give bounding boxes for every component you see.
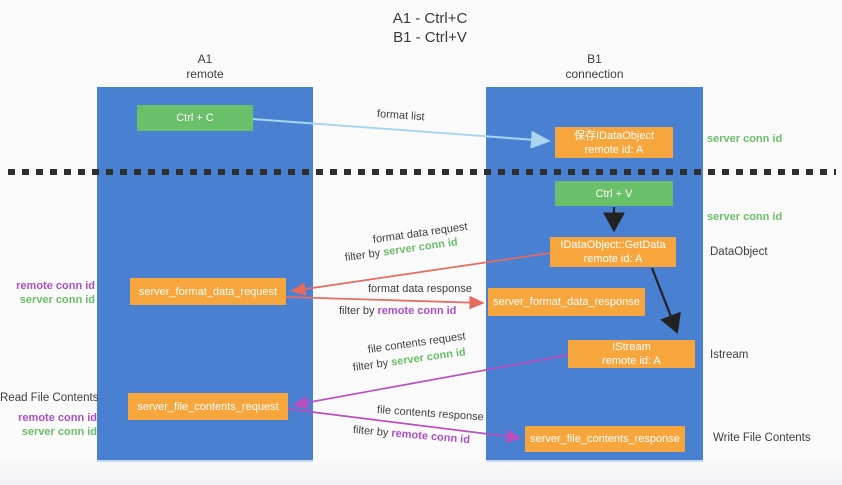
arrow-file-contents-request bbox=[292, 354, 569, 410]
edge-label-format-data-response: format data response bbox=[368, 283, 472, 295]
node-server-file-contents-request: server_file_contents_request bbox=[128, 393, 288, 420]
remote-conn-id-text: remote conn id bbox=[377, 305, 457, 317]
arrow-format-data-request bbox=[290, 252, 551, 296]
column-a1-name: A1 bbox=[197, 52, 213, 66]
column-a1-subtitle: remote bbox=[186, 67, 224, 81]
node-ctrl-c-label: Ctrl + C bbox=[176, 112, 214, 124]
side-label-istream: Istream bbox=[710, 349, 749, 361]
title-line-2: B1 - Ctrl+V bbox=[393, 29, 467, 46]
node-server-format-data-response-label: server_format_data_response bbox=[493, 296, 640, 308]
node-ctrl-v-label: Ctrl + V bbox=[595, 187, 633, 200]
node-ctrl-c: Ctrl + C bbox=[137, 105, 253, 131]
node-istream-line1: IStream bbox=[612, 341, 651, 353]
node-getdata-line1: IDataObject::GetData bbox=[560, 239, 666, 251]
node-server-file-contents-request-label: server_file_contents_request bbox=[137, 400, 279, 413]
arrow-format-list bbox=[252, 118, 551, 149]
node-ctrl-v: Ctrl + V bbox=[555, 181, 673, 206]
arrow-getdata-to-istream bbox=[650, 267, 681, 335]
node-getdata-line2: remote id: A bbox=[583, 253, 643, 265]
title-line-1: A1 - Ctrl+C bbox=[392, 10, 468, 27]
column-header-b1: B1 connection bbox=[486, 52, 703, 82]
column-b1-name: B1 bbox=[587, 52, 602, 66]
column-b1-subtitle: connection bbox=[565, 67, 624, 81]
side-label-server-conn-id-top: server conn id bbox=[707, 133, 783, 145]
arrow-format-data-response bbox=[285, 295, 485, 310]
side-label-conn-pair-2: remote conn id server conn id bbox=[0, 411, 97, 439]
node-save-dataobject-line2: remote id: A bbox=[584, 143, 644, 156]
server-conn-id-label: server conn id bbox=[21, 426, 97, 438]
side-label-server-conn-id-mid: server conn id bbox=[707, 211, 783, 223]
node-server-format-data-request-label: server_format_data_request bbox=[138, 285, 278, 298]
server-conn-id-label: server conn id bbox=[19, 294, 95, 306]
column-header-a1: A1 remote bbox=[97, 52, 313, 82]
diagram-title: A1 - Ctrl+C B1 - Ctrl+V bbox=[0, 9, 842, 47]
arrow-file-contents-response bbox=[287, 408, 522, 444]
filter-by-text: filter by bbox=[339, 305, 375, 317]
remote-conn-id-label: remote conn id bbox=[18, 412, 97, 424]
side-label-write-file-contents: Write File Contents bbox=[713, 432, 811, 444]
node-server-format-data-response: server_format_data_response bbox=[488, 288, 645, 316]
side-label-conn-pair-1: remote conn id server conn id bbox=[0, 279, 95, 307]
node-server-file-contents-response: server_file_contents_response bbox=[525, 426, 685, 452]
node-istream-line2: remote id: A bbox=[602, 355, 661, 367]
side-label-dataobject: DataObject bbox=[710, 246, 768, 258]
node-server-file-contents-response-label: server_file_contents_response bbox=[530, 433, 680, 445]
remote-conn-id-label: remote conn id bbox=[16, 280, 95, 292]
edge-label-filter-remote-1: filter by remote conn id bbox=[339, 305, 456, 317]
node-save-dataobject-line1: 保存IDataObject bbox=[573, 129, 655, 142]
node-getdata: IDataObject::GetData remote id: A bbox=[550, 237, 676, 267]
node-istream: IStream remote id: A bbox=[568, 340, 695, 368]
side-label-read-file-contents: Read File Contents bbox=[0, 392, 99, 404]
node-server-format-data-request: server_format_data_request bbox=[130, 278, 286, 305]
node-save-dataobject: 保存IDataObject remote id: A bbox=[555, 127, 673, 158]
